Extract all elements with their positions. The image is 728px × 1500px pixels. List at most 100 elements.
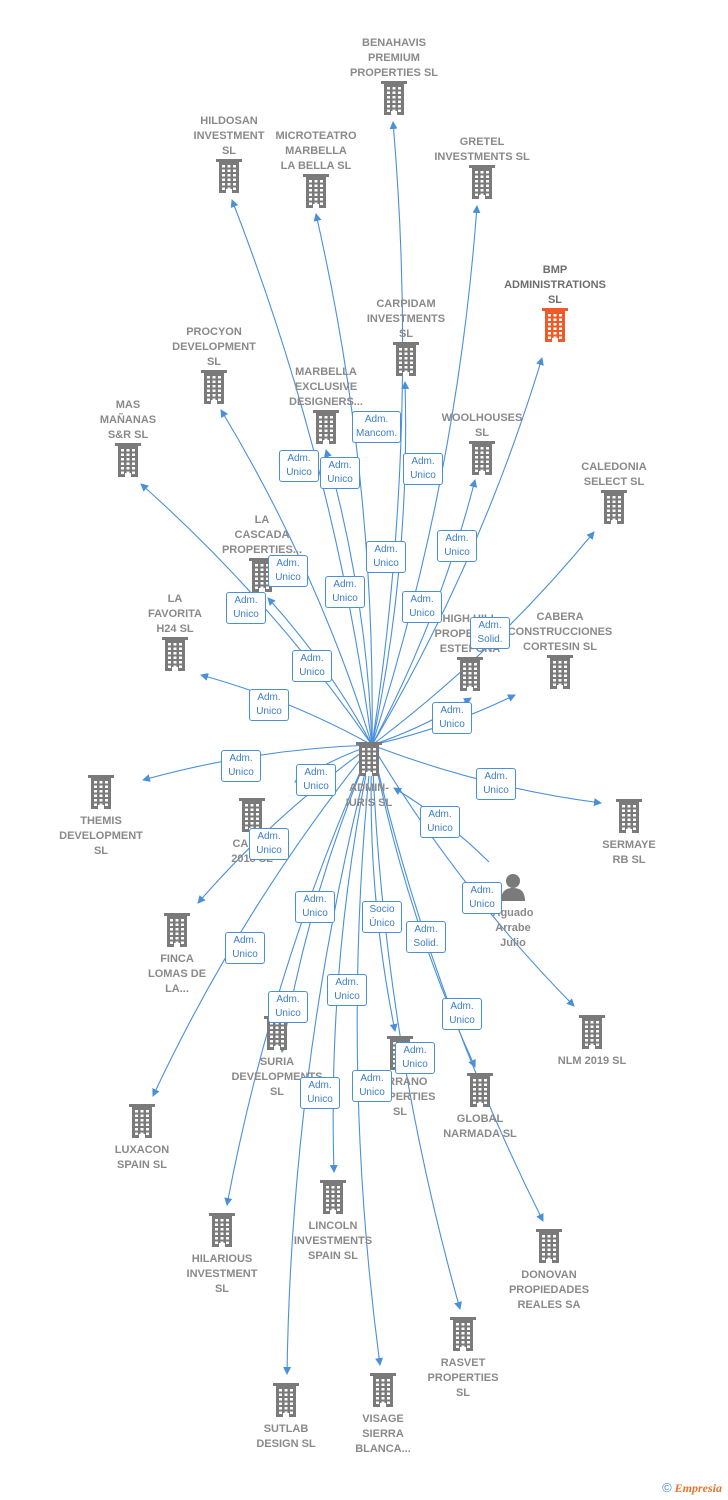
building-icon	[601, 490, 627, 524]
role-badge[interactable]: Adm. Unico	[366, 541, 406, 573]
role-badge[interactable]: Adm. Unico	[437, 530, 477, 562]
node-hildosan[interactable]: HILDOSAN INVESTMENT SL	[164, 114, 294, 198]
node-rasvet[interactable]: RASVET PROPERTIES SL	[398, 1317, 528, 1401]
node-marbella[interactable]: MARBELLA EXCLUSIVE DESIGNERS...	[261, 365, 391, 449]
brand-footer[interactable]: © Empresia	[662, 1480, 722, 1496]
node-nlm[interactable]: NLM 2019 SL	[527, 1015, 657, 1069]
node-label: GLOBAL NARMADA SL	[443, 1113, 517, 1140]
node-gretel[interactable]: GRETEL INVESTMENTS SL	[417, 135, 547, 204]
building-icon	[164, 913, 190, 952]
role-badge[interactable]: Adm. Unico	[325, 576, 365, 608]
role-badge[interactable]: Adm. Unico	[221, 750, 261, 782]
role-badge[interactable]: Adm. Unico	[225, 932, 265, 964]
node-sutlab[interactable]: SUTLAB DESIGN SL	[221, 1383, 351, 1452]
building-icon	[616, 799, 642, 833]
role-badge[interactable]: Adm. Unico	[249, 689, 289, 721]
building-icon	[273, 1383, 299, 1417]
role-badge[interactable]: Adm. Unico	[352, 1070, 392, 1102]
building-icon	[239, 798, 265, 837]
role-badge[interactable]: Adm. Unico	[327, 974, 367, 1006]
node-adminiuris[interactable]: ADMIN- IURIS SL	[304, 742, 434, 811]
role-badge[interactable]: Adm. Unico	[403, 453, 443, 485]
building-icon	[469, 441, 495, 475]
role-badge[interactable]: Adm. Unico	[395, 1042, 435, 1074]
building-icon	[216, 159, 242, 198]
role-badge[interactable]: Adm. Unico	[300, 1077, 340, 1109]
building-icon	[320, 1180, 346, 1219]
building-icon	[467, 1073, 493, 1112]
role-badge[interactable]: Adm. Unico	[279, 450, 319, 482]
node-mas[interactable]: MAS MAÑANAS S&R SL	[63, 398, 193, 482]
node-label: GRETEL INVESTMENTS SL	[434, 136, 530, 163]
role-badge[interactable]: Adm. Unico	[296, 764, 336, 796]
building-icon	[249, 558, 275, 597]
node-carpidam[interactable]: CARPIDAM INVESTMENTS SL	[341, 297, 471, 381]
role-badge[interactable]: Adm. Unico	[226, 592, 266, 624]
copyright-icon: ©	[662, 1480, 672, 1495]
node-luxacon[interactable]: LUXACON SPAIN SL	[77, 1104, 207, 1173]
node-donovan[interactable]: DONOVAN PROPIEDADES REALES SA	[484, 1229, 614, 1313]
node-procyon[interactable]: PROCYON DEVELOPMENT SL	[149, 325, 279, 409]
node-label: CARPIDAM INVESTMENTS SL	[366, 298, 446, 340]
node-caledonia[interactable]: CALEDONIA SELECT SL	[549, 460, 679, 529]
building-icon	[381, 81, 407, 115]
node-woolhouses[interactable]: WOOLHOUSES SL	[417, 411, 547, 480]
node-label: NLM 2019 SL	[557, 1055, 627, 1067]
building-icon	[381, 81, 407, 120]
person-icon	[501, 874, 525, 901]
node-cabera[interactable]: CABERA CONSTRUCCIONES CORTESIN SL	[495, 610, 625, 694]
node-themis[interactable]: THEMIS DEVELOPMENT SL	[36, 775, 166, 859]
node-label: SURIA DEVELOPMENTS SL	[231, 1056, 323, 1098]
role-badge[interactable]: Adm. Unico	[476, 768, 516, 800]
building-icon	[356, 742, 382, 781]
node-label: LA FAVORITA H24 SL	[148, 593, 202, 635]
node-microteatro[interactable]: MICROTEATRO MARBELLA LA BELLA SL	[251, 129, 381, 213]
node-label: MAS MAÑANAS S&R SL	[99, 399, 157, 441]
role-badge[interactable]: Adm. Unico	[292, 650, 332, 682]
role-badge[interactable]: Adm. Unico	[462, 882, 502, 914]
role-badge[interactable]: Adm. Unico	[249, 828, 289, 860]
role-badge[interactable]: Adm. Unico	[268, 991, 308, 1023]
building-icon	[115, 443, 141, 477]
node-sermaye[interactable]: SERMAYE RB SL	[564, 799, 694, 868]
node-aguado[interactable]: Aguado Arrabe Julio	[448, 873, 578, 951]
node-lafavorita[interactable]: LA FAVORITA H24 SL	[110, 592, 240, 676]
node-global[interactable]: GLOBAL NARMADA SL	[415, 1073, 545, 1142]
node-bmp[interactable]: BMP ADMINISTRATIONS SL	[490, 263, 620, 347]
role-badge[interactable]: Adm. Unico	[442, 998, 482, 1030]
role-badge[interactable]: Adm. Unico	[320, 457, 360, 489]
node-label: LINCOLN INVESTMENTS SPAIN SL	[293, 1220, 373, 1262]
building-icon	[457, 657, 483, 691]
role-badge[interactable]: Adm. Unico	[432, 702, 472, 734]
node-visage[interactable]: VISAGE SIERRA BLANCA...	[318, 1373, 448, 1457]
edge-nlm	[371, 744, 575, 1007]
node-label: Aguado Arrabe Julio	[492, 907, 534, 949]
node-lacascada[interactable]: LA CASCADA PROPERTIES...	[197, 513, 327, 597]
node-lincoln[interactable]: LINCOLN INVESTMENTS SPAIN SL	[268, 1180, 398, 1264]
role-badge[interactable]: Adm. Unico	[268, 555, 308, 587]
edge-rasvet	[371, 744, 462, 1310]
building-icon	[536, 1229, 562, 1268]
node-finca[interactable]: FINCA LOMAS DE LA...	[112, 913, 242, 997]
building-icon	[303, 174, 329, 213]
building-icon	[239, 798, 265, 832]
brand-logo: Empresia	[674, 1481, 722, 1495]
edge-sutlab	[283, 744, 373, 1375]
node-label: CALEDONIA SELECT SL	[581, 461, 647, 488]
role-badge[interactable]: Adm. Unico	[295, 891, 335, 923]
node-hilarious[interactable]: HILARIOUS INVESTMENT SL	[157, 1213, 287, 1297]
node-suria[interactable]: SURIA DEVELOPMENTS SL	[212, 1016, 342, 1100]
role-badge[interactable]: Socio Único	[362, 901, 402, 933]
building-icon	[469, 165, 495, 204]
role-badge[interactable]: Adm. Solid.	[470, 617, 510, 649]
role-badge[interactable]: Adm. Mancom.	[352, 411, 402, 443]
building-icon	[303, 174, 329, 208]
role-badge[interactable]: Adm. Solid.	[406, 921, 446, 953]
node-label: DONOVAN PROPIEDADES REALES SA	[508, 1269, 590, 1311]
role-badge[interactable]: Adm. Unico	[402, 591, 442, 623]
building-icon	[370, 1373, 396, 1412]
node-benahavis[interactable]: BENAHAVIS PREMIUM PROPERTIES SL	[329, 36, 459, 120]
node-label: SERMAYE RB SL	[602, 839, 656, 866]
role-badge[interactable]: Adm. Unico	[420, 806, 460, 838]
building-icon	[579, 1015, 605, 1054]
